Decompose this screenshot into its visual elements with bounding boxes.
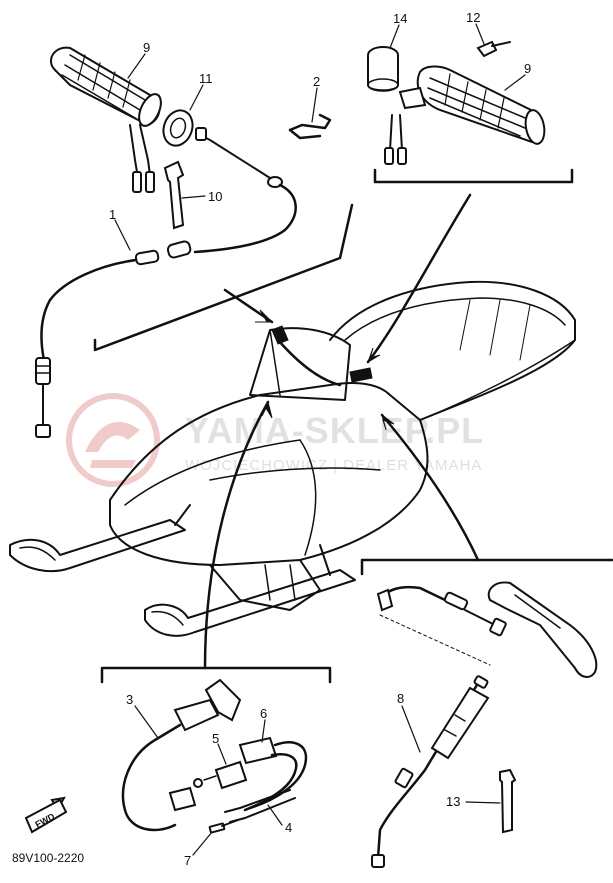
- pointer-arrows: [203, 193, 480, 670]
- watermark-sub-text: WOJCIECHOWICZ | DEALER YAMAHA: [185, 457, 482, 474]
- callout-13: 13: [446, 794, 460, 809]
- callout-6: 6: [260, 706, 267, 721]
- switch-part-3: [121, 678, 242, 832]
- group-bottom-left: [100, 666, 332, 834]
- key-part-10: [163, 160, 185, 230]
- terminal-part-7: [208, 819, 239, 834]
- throttle-cable-1: [35, 127, 297, 438]
- leader-lines: [114, 23, 526, 856]
- group-left-bracket: [93, 203, 354, 352]
- callout-10: 10: [208, 189, 222, 204]
- brake-cable-upper: [376, 585, 507, 666]
- callout-3: 3: [126, 692, 133, 707]
- diagram-code: 89V100-2220: [12, 851, 84, 865]
- callout-8: 8: [397, 691, 404, 706]
- fastener-part-12: [476, 40, 511, 58]
- grip-left: [50, 46, 162, 193]
- callout-9-left: 9: [143, 40, 150, 55]
- group-bottom-right: [360, 558, 613, 868]
- cable-part-4: [224, 789, 296, 823]
- spring-part-5: [193, 760, 248, 790]
- callout-5: 5: [212, 731, 219, 746]
- callout-14: 14: [393, 11, 407, 26]
- group-left-throttle: [35, 46, 354, 438]
- cap-part-14: [367, 46, 399, 92]
- ring-part-11: [162, 109, 194, 147]
- callout-labels: 9 11 10 1 2 14 12 9 3 6 5 4 7 8 13: [109, 10, 531, 868]
- callout-11: 11: [199, 71, 213, 86]
- grip-right: [384, 65, 546, 165]
- brake-lever: [487, 581, 598, 678]
- cable-part-6: [238, 736, 308, 812]
- callout-7: 7: [184, 853, 191, 868]
- callout-9-right: 9: [524, 61, 531, 76]
- watermark: YAMA-SKLEP.PL WOJCIECHOWICZ | DEALER YAM…: [66, 393, 484, 487]
- callout-12: 12: [466, 10, 480, 25]
- group-bottom-left-bracket: [100, 666, 332, 684]
- clip-part-2: [288, 113, 332, 140]
- callout-2: 2: [313, 74, 320, 89]
- group-right-bracket: [373, 168, 574, 184]
- callout-1: 1: [109, 207, 116, 222]
- fwd-arrow: FWD: [24, 796, 68, 834]
- cable-part-8: [371, 675, 490, 868]
- snowmobile-body: [9, 280, 576, 637]
- key-part-13: [499, 768, 517, 834]
- watermark-logo: [66, 393, 160, 487]
- callout-4: 4: [285, 820, 292, 835]
- group-right-grip: [367, 40, 574, 184]
- watermark-main-text: YAMA-SKLEP.PL: [185, 410, 484, 451]
- group-bottom-right-bracket: [360, 558, 613, 576]
